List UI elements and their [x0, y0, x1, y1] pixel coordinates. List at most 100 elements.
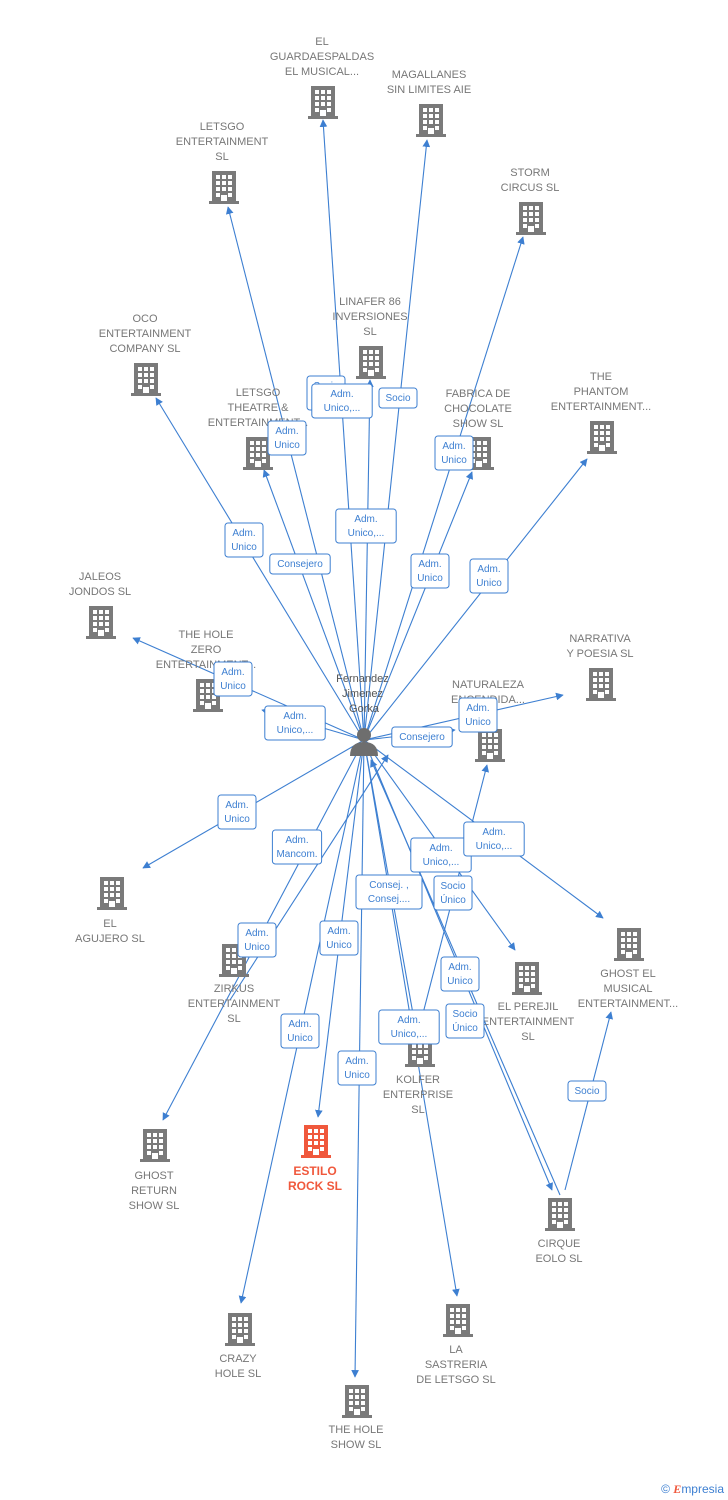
company-name-line: LA — [449, 1344, 463, 1356]
relation-text-line: Unico — [244, 942, 270, 953]
relation-box — [567, 1080, 607, 1102]
relation-label-7[interactable]: Adm.Unico,... — [335, 508, 397, 544]
relation-text-line: Adm. — [232, 528, 255, 539]
company-name-line: SHOW SL — [129, 1200, 180, 1212]
company-name-line: ENTERTAINMENT — [482, 1016, 575, 1028]
relation-label-10[interactable]: Adm.Unico — [213, 661, 253, 697]
relation-text-line: Adm. — [477, 564, 500, 575]
relation-text: Adm.Unico — [417, 559, 443, 584]
relation-label-12[interactable]: Adm.Unico — [458, 697, 498, 733]
company-name-line: SASTRERIA — [425, 1359, 488, 1371]
relation-label-18[interactable]: Consej. ,Consej.... — [355, 874, 423, 910]
relation-label-3[interactable]: Adm.Unico — [267, 420, 307, 456]
relation-box — [445, 1003, 485, 1039]
relation-label-26[interactable]: Adm.Unico — [337, 1050, 377, 1086]
relation-label-22[interactable]: Adm. Unico — [440, 956, 480, 992]
company-name-line: CRAZY — [219, 1353, 257, 1365]
relation-label-16[interactable]: Adm.Unico,... — [410, 837, 472, 873]
company-node-la_sastreria[interactable]: LA SASTRERIA DE LETSGO SL — [416, 1304, 496, 1386]
relation-text-line: Unico — [326, 940, 352, 951]
company-name-line: HOLE SL — [215, 1368, 261, 1380]
company-name-line: THE HOLE — [328, 1424, 383, 1436]
company-name-line: NATURALEZA — [452, 679, 525, 691]
edge-6 — [262, 469, 365, 741]
brand-logo-rest: mpresia — [681, 1482, 724, 1496]
company-name-line: STORM — [510, 167, 550, 179]
center-name: Fernandez Jimenez Gorka — [336, 673, 392, 715]
company-name-line: EL MUSICAL... — [285, 66, 359, 78]
relation-label-21[interactable]: Adm.Unico — [319, 920, 359, 956]
company-name-line: DE LETSGO SL — [416, 1374, 495, 1386]
relation-label-6[interactable]: Consejero — [269, 553, 331, 575]
relation-label-11[interactable]: Adm.Unico,... — [264, 705, 326, 741]
relation-text-line: Unico — [465, 717, 491, 728]
edge-7 — [363, 471, 473, 741]
relation-label-8[interactable]: Adm.Unico — [410, 553, 450, 589]
relation-box — [378, 387, 418, 409]
relation-label-20[interactable]: Adm. Unico — [237, 922, 277, 958]
relation-label-2[interactable]: Socio — [378, 387, 418, 409]
center-name-line-2: Jimenez — [342, 688, 383, 700]
relation-label-25[interactable]: Adm.Unico,... — [378, 1009, 440, 1045]
company-name-line: SL — [215, 151, 228, 163]
relation-label-9[interactable]: Adm.Unico — [469, 558, 509, 594]
relation-label-23[interactable]: Adm.Unico — [280, 1013, 320, 1049]
relation-text-line: Adm. — [275, 426, 298, 437]
relation-text-line: Adm. — [225, 800, 248, 811]
relation-label-4[interactable]: Adm.Unico — [434, 435, 474, 471]
company-name: LA SASTRERIA DE LETSGO SL — [416, 1344, 495, 1386]
relation-text-line: Unico,... — [277, 725, 314, 736]
relation-label-5[interactable]: Adm.Unico — [224, 522, 264, 558]
relation-text-line: Adm. — [285, 835, 308, 846]
relation-label-15[interactable]: Adm.Mancom. — [271, 829, 323, 865]
edge-3 — [363, 236, 525, 741]
relation-label-14[interactable]: Adm.Unico — [217, 794, 257, 830]
company-name-line: EOLO SL — [535, 1253, 582, 1265]
relation-text-line: Adm. — [448, 962, 471, 973]
company-name-line: LETSGO — [200, 121, 245, 133]
relation-box — [355, 874, 423, 910]
relation-label-13[interactable]: Consejero — [391, 726, 453, 748]
relation-label-27[interactable]: Socio — [567, 1080, 607, 1102]
relation-label-1[interactable]: Adm.Unico,... — [311, 383, 373, 419]
company-name-line: SL — [363, 326, 376, 338]
relation-text-line: Unico — [344, 1070, 370, 1081]
brand-footer[interactable]: © Empresia — [661, 1482, 724, 1497]
center-person[interactable]: Fernandez Jimenez Gorka — [336, 673, 392, 756]
relation-text: Adm.Unico — [220, 667, 246, 692]
company-node-crazy_hole[interactable]: CRAZY HOLE SL — [215, 1313, 261, 1380]
relation-text-line: Adm. — [245, 928, 268, 939]
relation-box — [269, 553, 331, 575]
relation-label-17[interactable]: Adm.Unico,... — [463, 821, 525, 857]
relation-text-line: Unico — [447, 976, 473, 987]
person-icon-body — [350, 742, 378, 756]
relation-text-line: Unico,... — [348, 528, 385, 539]
company-name-line: Y POESIA SL — [566, 648, 633, 660]
